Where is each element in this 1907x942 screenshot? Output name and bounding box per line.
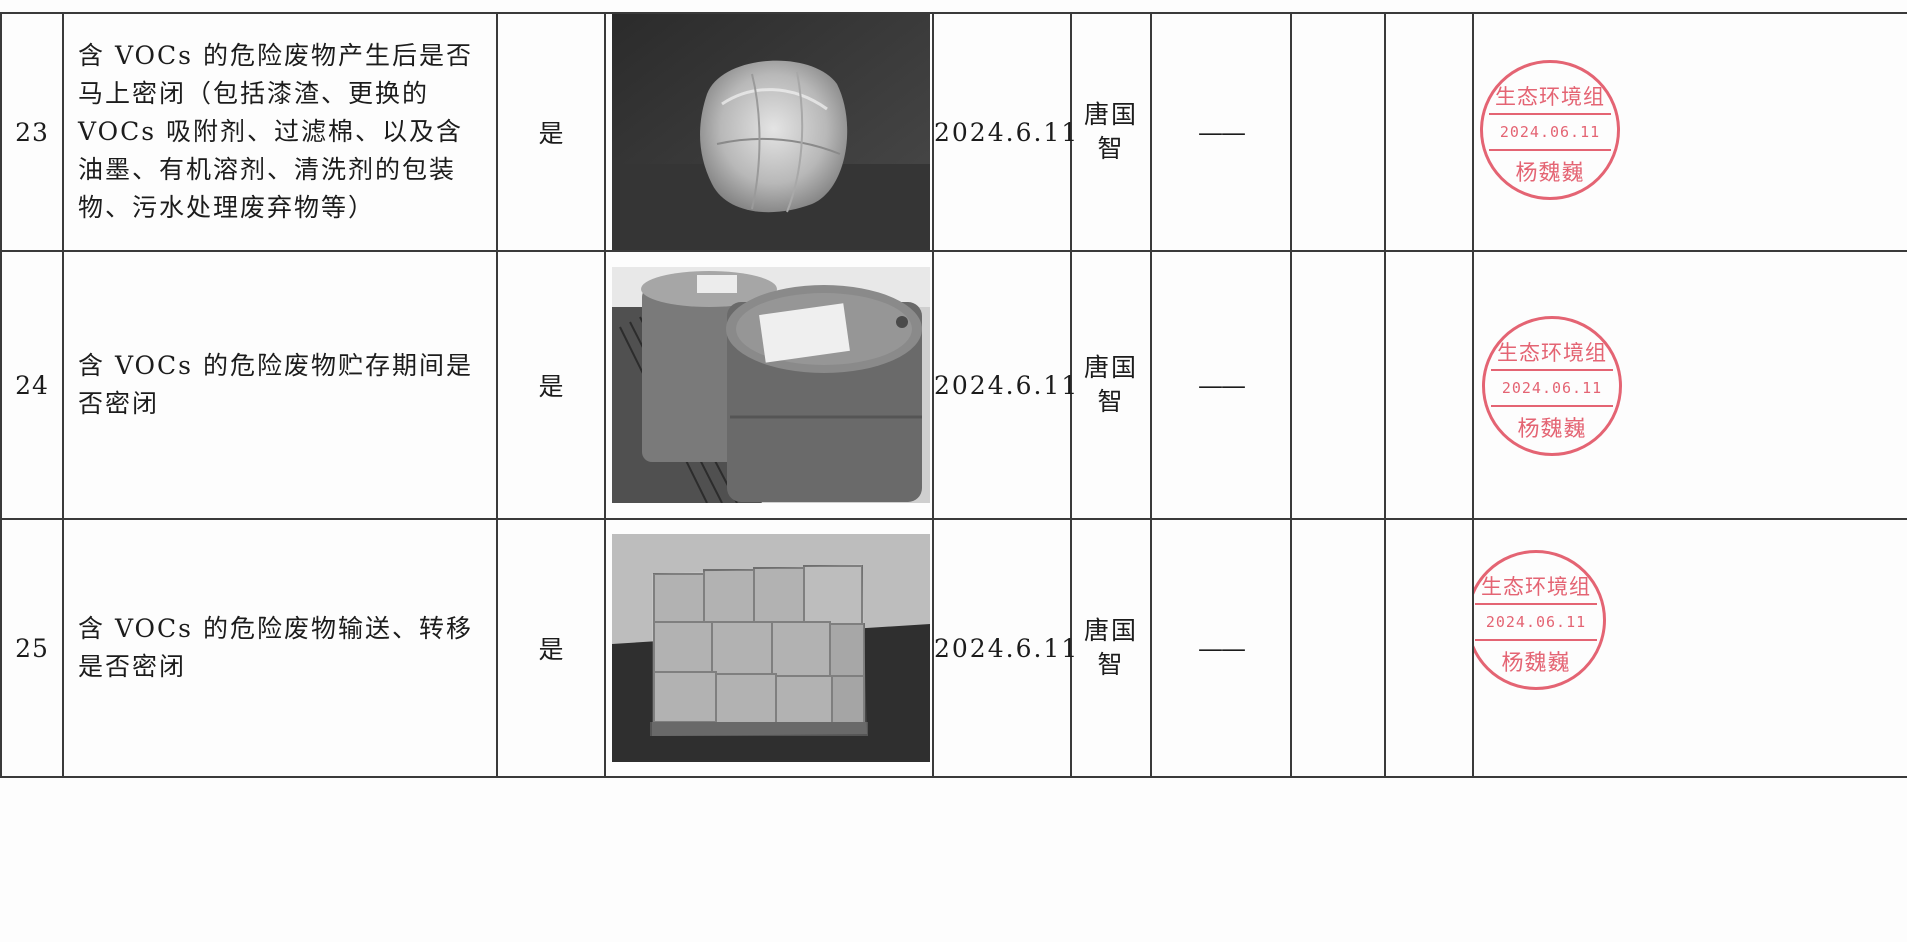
wrapped-boxes-pallet-photo xyxy=(612,534,930,762)
table-row: 23 含 VOCs 的危险废物产生后是否马上密闭（包括漆渣、更换的 VOCs 吸… xyxy=(0,12,1907,252)
stamp-org: 生态环境组 xyxy=(1481,575,1591,599)
row-index: 24 xyxy=(0,250,64,520)
red-seal-stamp: 生态环境组 2024.06.11 杨魏巍 xyxy=(1480,60,1620,200)
result-cell: 是 xyxy=(496,518,606,778)
remark-cell: —— xyxy=(1150,518,1292,778)
stamp-org: 生态环境组 xyxy=(1495,85,1605,109)
table-row: 25 含 VOCs 的危险废物输送、转移是否密闭 是 xyxy=(0,518,1907,778)
stamp-date: 2024.06.11 xyxy=(1489,113,1611,151)
empty-cell xyxy=(1290,12,1386,252)
stamp-cell: 生态环境组 2024.06.11 杨魏巍 xyxy=(1472,518,1907,778)
result-cell: 是 xyxy=(496,12,606,252)
stamp-org: 生态环境组 xyxy=(1497,341,1607,365)
stamp-date: 2024.06.11 xyxy=(1491,369,1613,407)
inspector-name: 唐国智 xyxy=(1070,250,1152,520)
inspection-date: 2024.6.11 xyxy=(932,250,1077,520)
wrapped-waste-bag-photo xyxy=(612,14,930,250)
stamp-cell: 生态环境组 2024.06.11 杨魏巍 xyxy=(1472,12,1907,252)
inspector-name: 唐国智 xyxy=(1070,518,1152,778)
table-row: 24 含 VOCs 的危险废物贮存期间是否密闭 是 xyxy=(0,250,1907,520)
result-cell: 是 xyxy=(496,250,606,520)
remark-cell: —— xyxy=(1150,12,1292,252)
photo-cell xyxy=(604,12,934,252)
inspection-table: 23 含 VOCs 的危险废物产生后是否马上密闭（包括漆渣、更换的 VOCs 吸… xyxy=(0,12,1907,778)
inspection-item-text: 含 VOCs 的危险废物贮存期间是否密闭 xyxy=(62,250,498,520)
inspection-date: 2024.6.11 xyxy=(932,12,1077,252)
inspection-date: 2024.6.11 xyxy=(932,518,1077,778)
stamp-name: 杨魏巍 xyxy=(1517,417,1587,442)
empty-cell xyxy=(1290,250,1386,520)
photo-cell xyxy=(604,250,934,520)
photo-cell xyxy=(604,518,934,778)
red-seal-stamp: 生态环境组 2024.06.11 杨魏巍 xyxy=(1482,316,1622,456)
stamp-date: 2024.06.11 xyxy=(1475,603,1597,641)
row-index: 23 xyxy=(0,12,64,252)
remark-cell: —— xyxy=(1150,250,1292,520)
inspection-item-text: 含 VOCs 的危险废物输送、转移是否密闭 xyxy=(62,518,498,778)
row-index: 25 xyxy=(0,518,64,778)
stamp-name: 杨魏巍 xyxy=(1501,651,1571,676)
empty-cell xyxy=(1384,12,1474,252)
inspector-name: 唐国智 xyxy=(1070,12,1152,252)
stamp-name: 杨魏巍 xyxy=(1515,161,1585,186)
red-seal-stamp: 生态环境组 2024.06.11 杨魏巍 xyxy=(1475,550,1606,690)
sealed-drums-photo xyxy=(612,267,930,503)
empty-cell xyxy=(1290,518,1386,778)
inspection-item-text: 含 VOCs 的危险废物产生后是否马上密闭（包括漆渣、更换的 VOCs 吸附剂、… xyxy=(62,12,498,252)
empty-cell xyxy=(1384,250,1474,520)
stamp-cell: 生态环境组 2024.06.11 杨魏巍 xyxy=(1472,250,1907,520)
empty-cell xyxy=(1384,518,1474,778)
